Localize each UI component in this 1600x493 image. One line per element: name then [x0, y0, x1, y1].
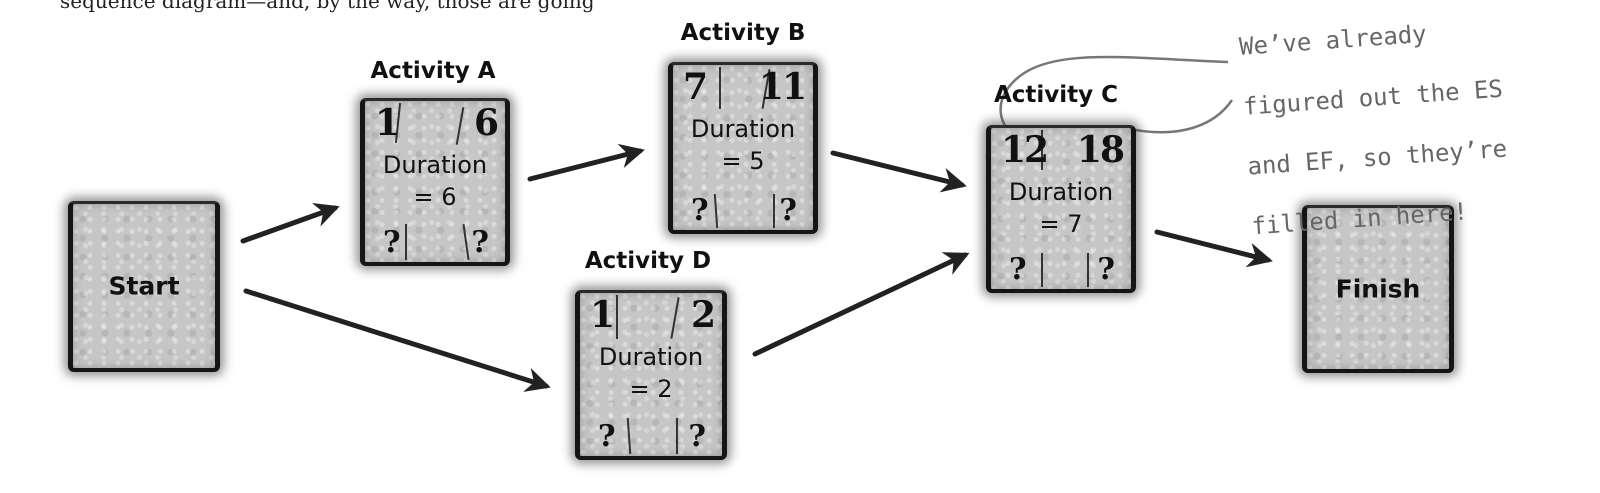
- activity-b-title: Activity B: [680, 20, 806, 46]
- start-node: Start: [68, 201, 220, 372]
- divider-top-right: [670, 297, 680, 339]
- annotation-line: figured out the ES: [1242, 74, 1504, 121]
- divider-bottom-left: [1041, 253, 1043, 287]
- cropped-body-text: sequence diagram—and, by the way, those …: [60, 0, 595, 13]
- arrow-b-to-c: [830, 150, 967, 193]
- divider-top: [1041, 130, 1043, 170]
- divider-bottom-right: [676, 418, 678, 454]
- lf-value: ?: [1097, 252, 1115, 287]
- activity-a-title: Activity A: [370, 58, 496, 84]
- divider-top-right: [455, 107, 465, 145]
- ls-value: ?: [383, 225, 401, 260]
- activity-d-title: Activity D: [584, 248, 712, 274]
- duration-text: Duration = 2: [598, 343, 704, 403]
- ef-value: 11: [758, 66, 807, 108]
- activity-b-node: 7 11 Duration = 5 ? ?: [668, 62, 818, 234]
- arrow-d-to-c: [752, 252, 970, 357]
- ls-value: ?: [1009, 252, 1027, 287]
- handwritten-annotation: We’ve already figured out the ES and EF,…: [1236, 0, 1514, 271]
- es-value: 1: [590, 294, 615, 336]
- ef-value: 2: [690, 294, 716, 336]
- lf-value: ?: [688, 419, 706, 454]
- divider-bottom-right: [1087, 253, 1089, 287]
- annotation-leader-es: [999, 55, 1229, 133]
- duration-text: Duration = 5: [690, 115, 796, 175]
- lf-value: ?: [471, 225, 489, 260]
- ef-value: 6: [473, 102, 499, 144]
- divider-top: [616, 295, 618, 339]
- annotation-leader-ef: [1124, 99, 1234, 134]
- duration-text: Duration = 7: [1008, 178, 1114, 238]
- duration-text: Duration = 6: [382, 151, 488, 211]
- finish-label: Finish: [1335, 274, 1421, 303]
- lf-value: ?: [779, 193, 797, 228]
- activity-d-node: 1 2 Duration = 2 ? ?: [575, 290, 727, 460]
- ls-value: ?: [598, 419, 616, 454]
- ef-value: 18: [1076, 129, 1125, 171]
- divider-bottom-left: [626, 417, 632, 455]
- divider-top: [719, 67, 721, 109]
- divider-bottom-right: [462, 224, 470, 260]
- arrow-start-to-d: [243, 288, 551, 392]
- activity-a-node: 1 6 Duration = 6 ? ?: [360, 98, 510, 266]
- es-value: 7: [683, 66, 708, 108]
- finish-node: Finish: [1302, 205, 1454, 373]
- divider-bottom-left: [713, 193, 719, 229]
- activity-c-title: Activity C: [993, 82, 1119, 108]
- ls-value: ?: [691, 193, 709, 228]
- annotation-line: and EF, so they’re: [1246, 134, 1508, 181]
- divider-bottom-left: [405, 224, 407, 260]
- es-value: 1: [375, 102, 400, 144]
- es-value: 12: [1001, 129, 1049, 171]
- activity-c-node: 12 18 Duration = 7 ? ?: [986, 125, 1136, 293]
- annotation-line: filled in here!: [1250, 197, 1469, 241]
- annotation-line: We’ve already: [1238, 19, 1428, 61]
- divider-bottom-right: [773, 194, 775, 228]
- start-label: Start: [108, 271, 180, 301]
- arrow-c-to-finish: [1154, 229, 1273, 268]
- arrow-start-to-a: [240, 202, 340, 244]
- arrow-a-to-b: [527, 143, 645, 182]
